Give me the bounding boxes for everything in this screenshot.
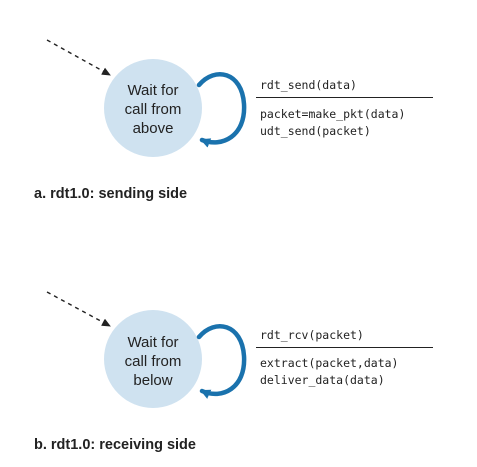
sender-action-1: packet=make_pkt(data) bbox=[260, 107, 406, 121]
sender-state-line-2: call from bbox=[124, 101, 182, 118]
receiver-fsm-graphic bbox=[46, 291, 247, 408]
receiver-state-circle bbox=[104, 310, 202, 408]
receiver-state-line-1: Wait for bbox=[127, 334, 179, 351]
sender-state-line-3: above bbox=[132, 120, 174, 137]
sender-state-line-1: Wait for bbox=[127, 82, 179, 99]
sender-transition-divider bbox=[256, 97, 433, 98]
sender-state-circle bbox=[104, 59, 202, 157]
receiver-state-line-3: below bbox=[133, 372, 173, 389]
receiver-caption: b. rdt1.0: receiving side bbox=[34, 437, 196, 453]
sender-fsm-graphic bbox=[46, 39, 247, 157]
sender-state-label: Wait for call from above bbox=[103, 81, 203, 138]
receiver-state-line-2: call from bbox=[124, 353, 182, 370]
receiver-event: rdt_rcv(packet) bbox=[260, 328, 364, 342]
receiver-fsm: Wait for call from below rdt_rcv(packet)… bbox=[0, 233, 477, 467]
receiver-self-loop-arrow bbox=[196, 324, 247, 399]
sender-caption: a. rdt1.0: sending side bbox=[34, 186, 188, 202]
sender-action-2: udt_send(packet) bbox=[260, 124, 371, 138]
receiver-action-2: deliver_data(data) bbox=[260, 373, 385, 387]
receiver-action-1: extract(packet,data) bbox=[260, 356, 399, 370]
sender-self-loop-arrow bbox=[196, 72, 247, 148]
sender-initial-arrow bbox=[46, 39, 111, 76]
sender-fsm: Wait for call from above rdt_send(data) … bbox=[0, 0, 477, 233]
receiver-initial-arrow bbox=[46, 291, 111, 327]
sender-event: rdt_send(data) bbox=[260, 78, 357, 92]
receiver-transition-divider bbox=[256, 347, 433, 348]
receiver-state-label: Wait for call from below bbox=[103, 333, 203, 390]
